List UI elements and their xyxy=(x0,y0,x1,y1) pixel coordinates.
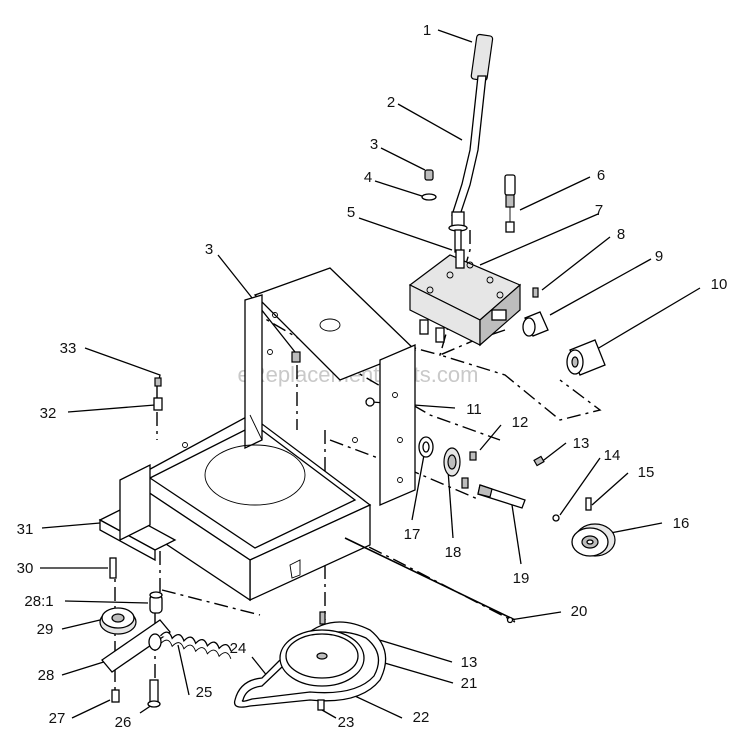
callout-13a: 13 xyxy=(573,435,590,452)
callout-22: 22 xyxy=(413,709,430,726)
callout-25: 25 xyxy=(196,684,213,701)
callout-32: 32 xyxy=(40,405,57,422)
callout-15: 15 xyxy=(638,464,655,481)
callout-11: 11 xyxy=(466,401,482,418)
callout-2: 2 xyxy=(387,94,395,111)
shift-lever xyxy=(448,33,494,253)
pulley-16 xyxy=(571,523,616,557)
tension-spring xyxy=(148,631,232,659)
callout-8: 8 xyxy=(617,226,625,243)
callout-3a: 3 xyxy=(370,136,378,153)
neutral-switch xyxy=(504,174,516,233)
callout-23: 23 xyxy=(338,714,355,731)
control-rod xyxy=(344,537,516,624)
callout-33: 33 xyxy=(60,340,77,357)
callout-30: 30 xyxy=(17,560,34,577)
mount-bolts xyxy=(153,351,301,411)
callout-4: 4 xyxy=(364,169,372,186)
callout-9: 9 xyxy=(655,248,663,265)
transmission xyxy=(408,249,522,347)
callout-18: 18 xyxy=(445,544,462,561)
callout-3b: 3 xyxy=(205,241,213,258)
axle-assembly xyxy=(365,397,592,522)
callout-14: 14 xyxy=(604,447,621,464)
callout-24: 24 xyxy=(230,640,247,657)
callout-20: 20 xyxy=(571,603,588,620)
callout-7: 7 xyxy=(595,202,603,219)
callout-26: 26 xyxy=(115,714,132,731)
mount-plate xyxy=(98,463,177,562)
callout-6: 6 xyxy=(597,167,605,184)
callout-28: 28 xyxy=(38,667,55,684)
callout-27: 27 xyxy=(49,710,66,727)
callout-1: 1 xyxy=(423,22,431,39)
drive-belt xyxy=(233,611,387,711)
idler-arm xyxy=(99,557,171,708)
callout-29: 29 xyxy=(37,621,54,638)
callout-12: 12 xyxy=(512,414,529,431)
callout-19: 19 xyxy=(513,570,530,587)
callout-31: 31 xyxy=(17,521,34,538)
callout-13b: 13 xyxy=(461,654,478,671)
callout-5: 5 xyxy=(347,204,355,221)
callout-17: 17 xyxy=(404,526,421,543)
callout-28-1: 28:1 xyxy=(24,593,53,610)
callout-21: 21 xyxy=(461,675,478,692)
bolt-3 xyxy=(421,169,437,201)
callout-10: 10 xyxy=(711,276,728,293)
callout-labels: 1 2 3 4 5 6 7 8 9 10 3 33 32 11 12 13 14… xyxy=(17,22,728,731)
coupler-parts xyxy=(522,287,606,376)
chassis-frame xyxy=(128,267,417,602)
callout-16: 16 xyxy=(673,515,690,532)
